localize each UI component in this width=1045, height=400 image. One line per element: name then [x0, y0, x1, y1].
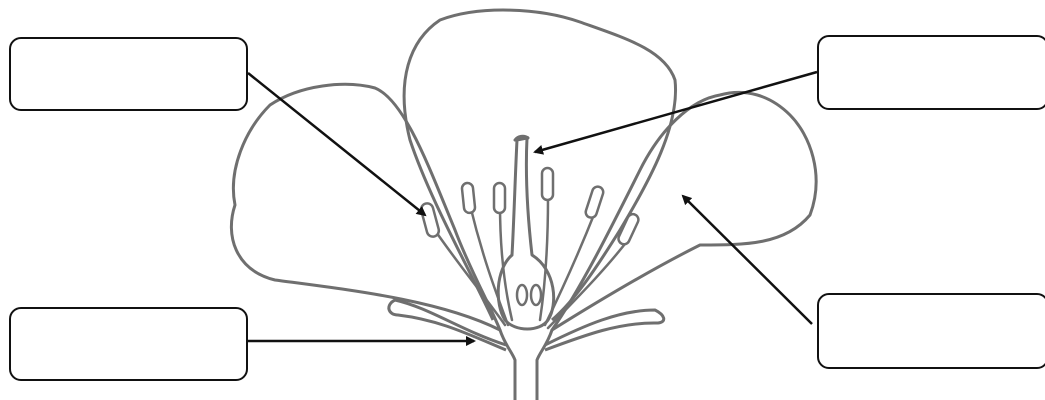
label-box-top-right[interactable] — [817, 35, 1045, 110]
arrow-to-anther — [248, 73, 425, 215]
anther — [494, 183, 505, 213]
label-box-bottom-left[interactable] — [9, 307, 248, 381]
anther — [542, 168, 553, 200]
anther — [584, 185, 604, 219]
stamen-filament — [540, 198, 548, 320]
ovule-1 — [517, 285, 527, 305]
anther — [461, 182, 475, 213]
ovule-2 — [531, 285, 541, 305]
label-box-bottom-right[interactable] — [817, 293, 1045, 369]
label-box-top-left[interactable] — [9, 37, 248, 111]
center-petal — [404, 10, 675, 320]
receptacle — [500, 330, 552, 400]
left-petal — [231, 84, 500, 330]
arrow-to-petal — [683, 196, 812, 324]
pistil-style — [512, 138, 532, 255]
